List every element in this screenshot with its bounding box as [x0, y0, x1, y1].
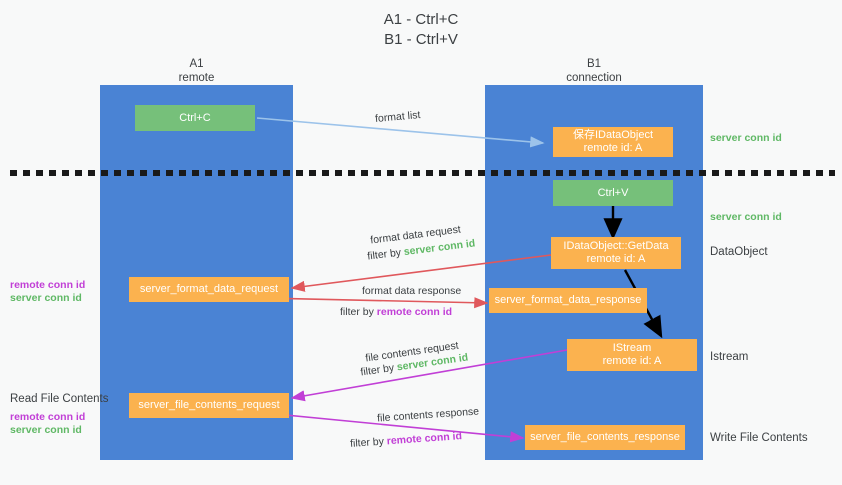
label-format-data-response-filter: filter by remote conn id: [340, 305, 452, 319]
phase-divider: [10, 170, 835, 176]
label-istream: Istream: [710, 351, 749, 363]
label-format-data-response: format data response: [362, 285, 462, 297]
label-file-server-conn-id: server conn id: [10, 424, 82, 436]
box-server-file-contents-request[interactable]: server_file_contents_request: [129, 393, 289, 418]
box-server-file-contents-response[interactable]: server_file_contents_response: [525, 425, 685, 450]
label-format-server-conn-id: server conn id: [10, 292, 82, 304]
filter-value-remote-conn-id: remote conn id: [386, 430, 463, 448]
box-idataobject-getdata[interactable]: IDataObject::GetData remote id: A: [551, 237, 681, 269]
label-format-remote-conn-id: remote conn id: [10, 279, 86, 291]
filter-prefix: filter by: [366, 246, 405, 263]
label-read-file-contents: Read File Contents: [10, 393, 109, 405]
box-ctrl-c[interactable]: Ctrl+C: [135, 105, 255, 131]
label-dataobject: DataObject: [710, 246, 768, 258]
box-save-idataobject[interactable]: 保存IDataObject remote id: A: [553, 127, 673, 157]
label-file-contents-response: file contents response: [376, 405, 480, 425]
box-server-format-data-response[interactable]: server_format_data_response: [489, 288, 647, 313]
label-format-list: format list: [374, 109, 421, 125]
box-istream[interactable]: IStream remote id: A: [567, 339, 697, 371]
label-server-conn-id-mid: server conn id: [710, 211, 782, 223]
label-file-contents-response-filter: filter by remote conn id: [350, 429, 463, 451]
lane-title-a1: A1 remote: [178, 58, 215, 84]
lane-title-b1: B1 connection: [566, 58, 622, 84]
box-server-format-data-request[interactable]: server_format_data_request: [129, 277, 289, 302]
label-server-conn-id-top: server conn id: [710, 132, 782, 144]
page-title: A1 - Ctrl+C B1 - Ctrl+V: [383, 11, 459, 48]
filter-prefix: filter by: [359, 361, 398, 379]
label-write-file-contents: Write File Contents: [710, 432, 808, 444]
filter-prefix: filter by: [349, 435, 388, 450]
box-ctrl-v[interactable]: Ctrl+V: [553, 180, 673, 206]
label-file-remote-conn-id: remote conn id: [10, 411, 86, 423]
filter-value-remote-conn-id: remote conn id: [376, 306, 453, 318]
filter-prefix: filter by: [340, 306, 377, 318]
